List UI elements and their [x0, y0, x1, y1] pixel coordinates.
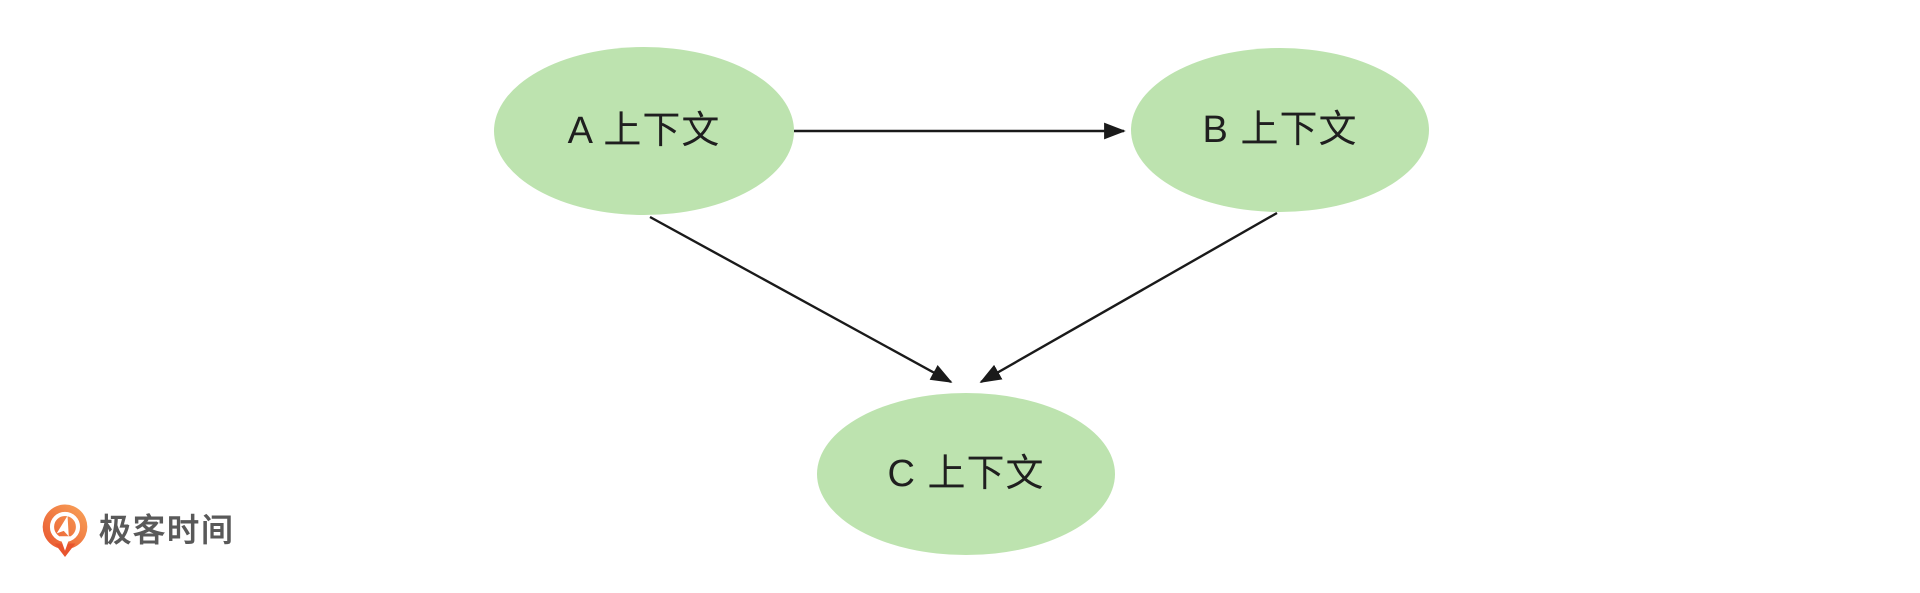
- node-b-ellipse: [1131, 48, 1429, 212]
- geektime-logo-icon: [42, 504, 88, 557]
- node-c: C 上下文: [817, 393, 1115, 555]
- geektime-logo-text: 极客时间: [99, 512, 236, 548]
- node-a-ellipse: [494, 47, 794, 215]
- node-c-ellipse: [817, 393, 1115, 555]
- edge-b-to-c: [979, 211, 1278, 384]
- node-b: B 上下文: [1131, 48, 1429, 212]
- edge-a-to-c: [649, 215, 953, 384]
- node-c-label: C 上下文: [887, 453, 1044, 495]
- node-a-label: A 上下文: [568, 110, 721, 152]
- node-a: A 上下文: [494, 47, 794, 215]
- diagram-edges: [649, 122, 1278, 384]
- geektime-logo: 极客时间: [40, 502, 235, 558]
- node-b-label: B 上下文: [1203, 109, 1358, 151]
